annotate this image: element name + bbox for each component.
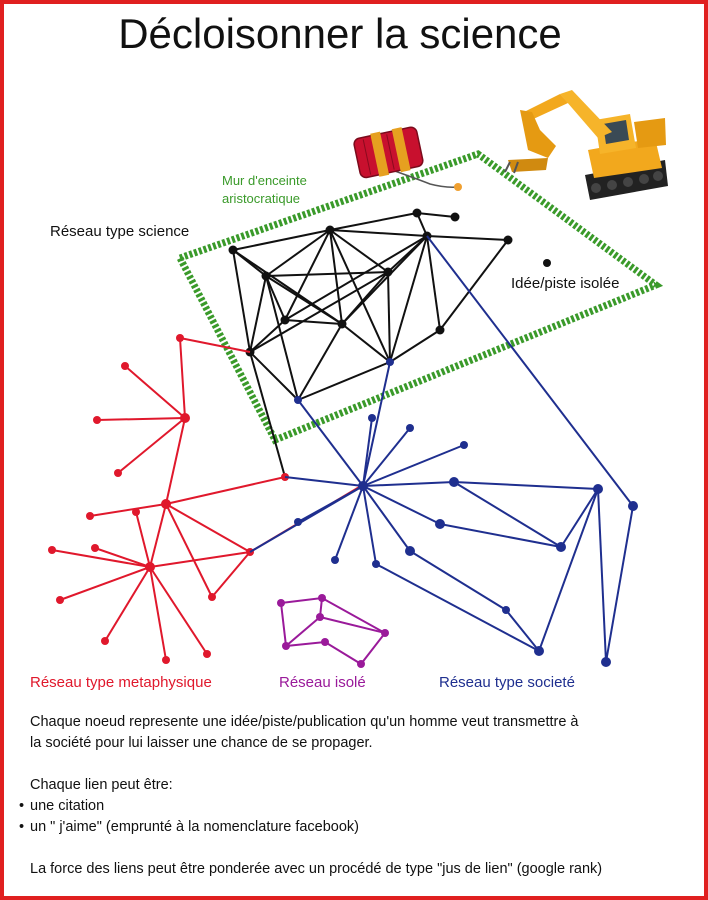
links-heading: Chaque lien peut être:: [30, 777, 173, 793]
bullet-citation: une citation: [19, 796, 104, 817]
isolated-network-label: Réseau isolé: [279, 674, 366, 691]
science-nodes: [228, 208, 551, 357]
description-line-1: Chaque noeud represente une idée/piste/p…: [30, 714, 579, 730]
dynamite-icon: [353, 126, 462, 191]
description-line-2: la société pour lui laisser une chance d…: [30, 735, 373, 751]
isolated-nodes: [277, 594, 389, 668]
excavator-icon: [504, 90, 668, 200]
metaphysics-nodes: [48, 334, 289, 664]
science-network-label: Réseau type science: [50, 223, 190, 240]
isolated-network: [280, 596, 387, 666]
society-network-label: Réseau type societé: [439, 674, 575, 691]
link-weight-note: La force des liens peut être ponderée av…: [30, 861, 603, 877]
bullet-like: un " j'aime" (emprunté à la nomenclature…: [19, 817, 359, 838]
wall-label-line2: aristocratique: [222, 191, 301, 206]
isolated-idea-node: [543, 259, 551, 267]
page-title: Décloisonner la science: [118, 10, 562, 57]
aristocratic-wall: [175, 150, 664, 445]
wall-label-line1: Mur d'enceinte: [222, 173, 307, 188]
science-network: [232, 212, 509, 478]
society-network: [249, 235, 634, 663]
metaphysics-network: [51, 337, 367, 661]
society-nodes: [294, 358, 638, 667]
metaphysics-network-label: Réseau type metaphysique: [30, 674, 212, 691]
isolated-idea-label: Idée/piste isolée: [511, 275, 620, 292]
